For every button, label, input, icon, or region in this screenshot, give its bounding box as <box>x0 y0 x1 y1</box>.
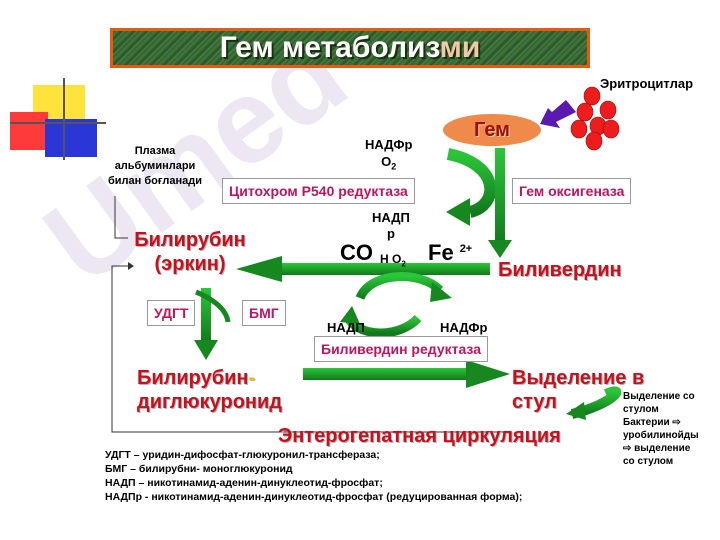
udgt-box: УДГТ <box>147 300 196 326</box>
co-label: CO <box>340 240 373 265</box>
decor-hline <box>10 122 106 124</box>
bilirubin-conjugated-label: Билирубин- диглюкуронид <box>137 367 282 413</box>
gem-oxygenase-box: Гем оксигеназа <box>512 178 632 204</box>
bilirubin-to-conjugated-arrow <box>201 288 211 342</box>
enterohepatic-label: Энтерогепатная циркуляция <box>278 425 561 447</box>
udgt-bmg-curve <box>195 289 231 323</box>
biliverdin-to-bilirubin-arrow <box>278 263 490 275</box>
plasma-connector-line <box>114 196 128 239</box>
h2o-label: Н О2 <box>380 252 406 269</box>
footnote-bmg: БМГ – билирубни- моноглюкуронид <box>105 463 293 475</box>
decor-blue-square <box>45 119 97 157</box>
footnote-udgt: УДГТ – уридин-дифосфат-глюкуронил-трансф… <box>105 449 380 461</box>
bmg-box: БМГ <box>242 300 286 326</box>
decor-vline <box>63 78 65 160</box>
gem-to-biliverdin-arrow <box>495 148 505 244</box>
conjugated-to-excretion-arrow <box>303 368 469 380</box>
bilirubin-free-label: Билирубин (эркин) <box>134 229 246 275</box>
title-banner: Гем метаболизми <box>110 28 590 68</box>
enterohepatic-loop-line <box>111 265 510 433</box>
erythrocytes-label: Эритроцитлар <box>600 76 694 91</box>
footnotes: УДГТ – уридин-дифосфат-глюкуронил-трансф… <box>105 448 522 504</box>
biliverdin-reductase-box: Биливердин редуктаза <box>314 336 488 362</box>
plasma-note: Плазма альбуминлари билан боғланади <box>107 145 203 187</box>
biliverdin-label: Биливердин <box>498 259 622 281</box>
nadp-loop-lower <box>344 314 422 338</box>
excretion-label: Выделение в стул <box>512 367 645 413</box>
excretion-note: Выделение со стулом Бактерии ⇨ уробилино… <box>623 391 699 467</box>
nadph-bottom-label: НАДФр <box>440 320 488 335</box>
nadp-top-label: НАДП р <box>372 210 410 241</box>
erythrocyte-to-gem-arrow <box>540 100 576 128</box>
decor-red-square <box>10 112 48 150</box>
page-title: Гем метаболизми <box>219 31 481 64</box>
erythrocyte-cluster <box>570 86 620 151</box>
footnote-nadph: НАДПр - никотинамид-аденин-динуклеотид-ф… <box>105 491 523 503</box>
gem-node: Гем <box>443 114 541 146</box>
nadp-loop-upper <box>355 272 444 301</box>
nadp-bottom-label: НАДП <box>327 320 365 335</box>
nadph-o2-label: НАДФр О2 <box>365 137 413 172</box>
footnote-nadp: НАДП – никотинамид-аденин-динуклеотид-фр… <box>105 477 383 489</box>
cytochrome-reductase-box: Цитохром Р540 редуктаза <box>222 178 415 204</box>
gem-to-cyt-curve-arrow <box>446 148 497 218</box>
